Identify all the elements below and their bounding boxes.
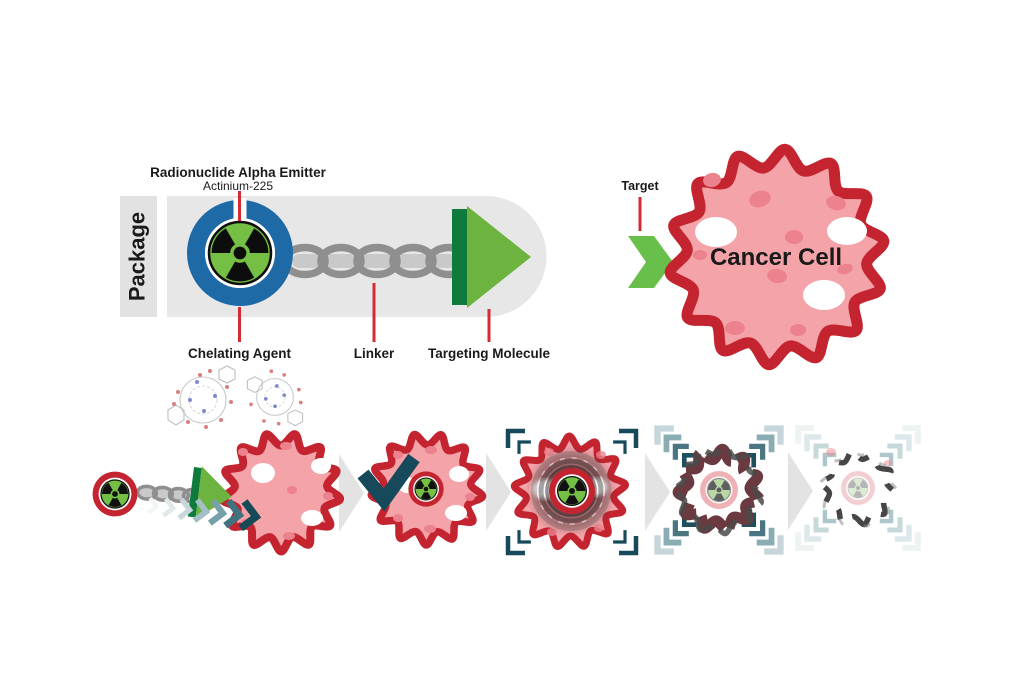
radiopharmaceutical-bead [549, 468, 595, 514]
chelator-structure-left [167, 365, 236, 429]
targeting-molecule-label: Targeting Molecule [427, 346, 550, 361]
chain-rod [292, 254, 456, 268]
chevron-icon [649, 420, 673, 444]
residue-spot [884, 460, 892, 466]
step-1-approach [93, 430, 345, 556]
fading-radionuclide [700, 471, 738, 509]
step-3-irradiation [508, 431, 636, 553]
package-side-strip [120, 196, 157, 317]
chevron-icon [790, 420, 813, 443]
chelating-agent-label: Chelating Agent [188, 346, 291, 361]
chevron-icon [790, 532, 813, 555]
chevron-icon [902, 420, 925, 443]
shockwave-rings [531, 451, 611, 531]
chevron-icon [902, 532, 925, 555]
chevron-icon [764, 535, 788, 559]
chelator-structure-right [246, 369, 304, 427]
step-arrow-icon [486, 453, 511, 531]
ghost-radionuclide [841, 471, 875, 505]
indicator-lines [238, 191, 491, 342]
radiopharmaceutical-bead [93, 472, 138, 517]
cell-spots [393, 446, 475, 533]
linker-chain [285, 248, 469, 275]
membrane-debris [672, 443, 764, 537]
target-label: Target [621, 179, 659, 193]
checkmark-icon [357, 453, 420, 512]
package-diagram [120, 191, 547, 429]
package-side-label: Package [124, 211, 150, 302]
radiopharmaceutical-bead [408, 471, 443, 506]
step-4-destruction [649, 420, 788, 559]
therapy-sequence [93, 420, 926, 559]
emitter-title: Radionuclide Alpha Emitter [150, 165, 326, 180]
step-arrow-icon [788, 452, 813, 530]
cell-spots [693, 172, 853, 336]
chelator-radionuclide [187, 198, 293, 306]
residue-spot [826, 448, 836, 456]
chevron-icon [649, 535, 673, 559]
target-receptor-icon [628, 236, 673, 288]
step-arrow-icon [645, 453, 670, 531]
chevron-icon [148, 498, 158, 514]
step-5-cell-death [790, 420, 925, 555]
chevron-icon [819, 510, 836, 527]
emitter-subtitle: Actinium-225 [202, 179, 274, 193]
linker-label: Linker [353, 346, 395, 361]
cancer-cell-label: Cancer Cell [709, 244, 843, 271]
cancer-cell-diagram [628, 143, 890, 371]
step-arrow-icon [339, 454, 364, 532]
step-2-binding [357, 430, 487, 549]
cell-vacuoles [695, 217, 867, 310]
cell-vacuoles [251, 458, 331, 526]
chevron-icon [764, 420, 788, 444]
